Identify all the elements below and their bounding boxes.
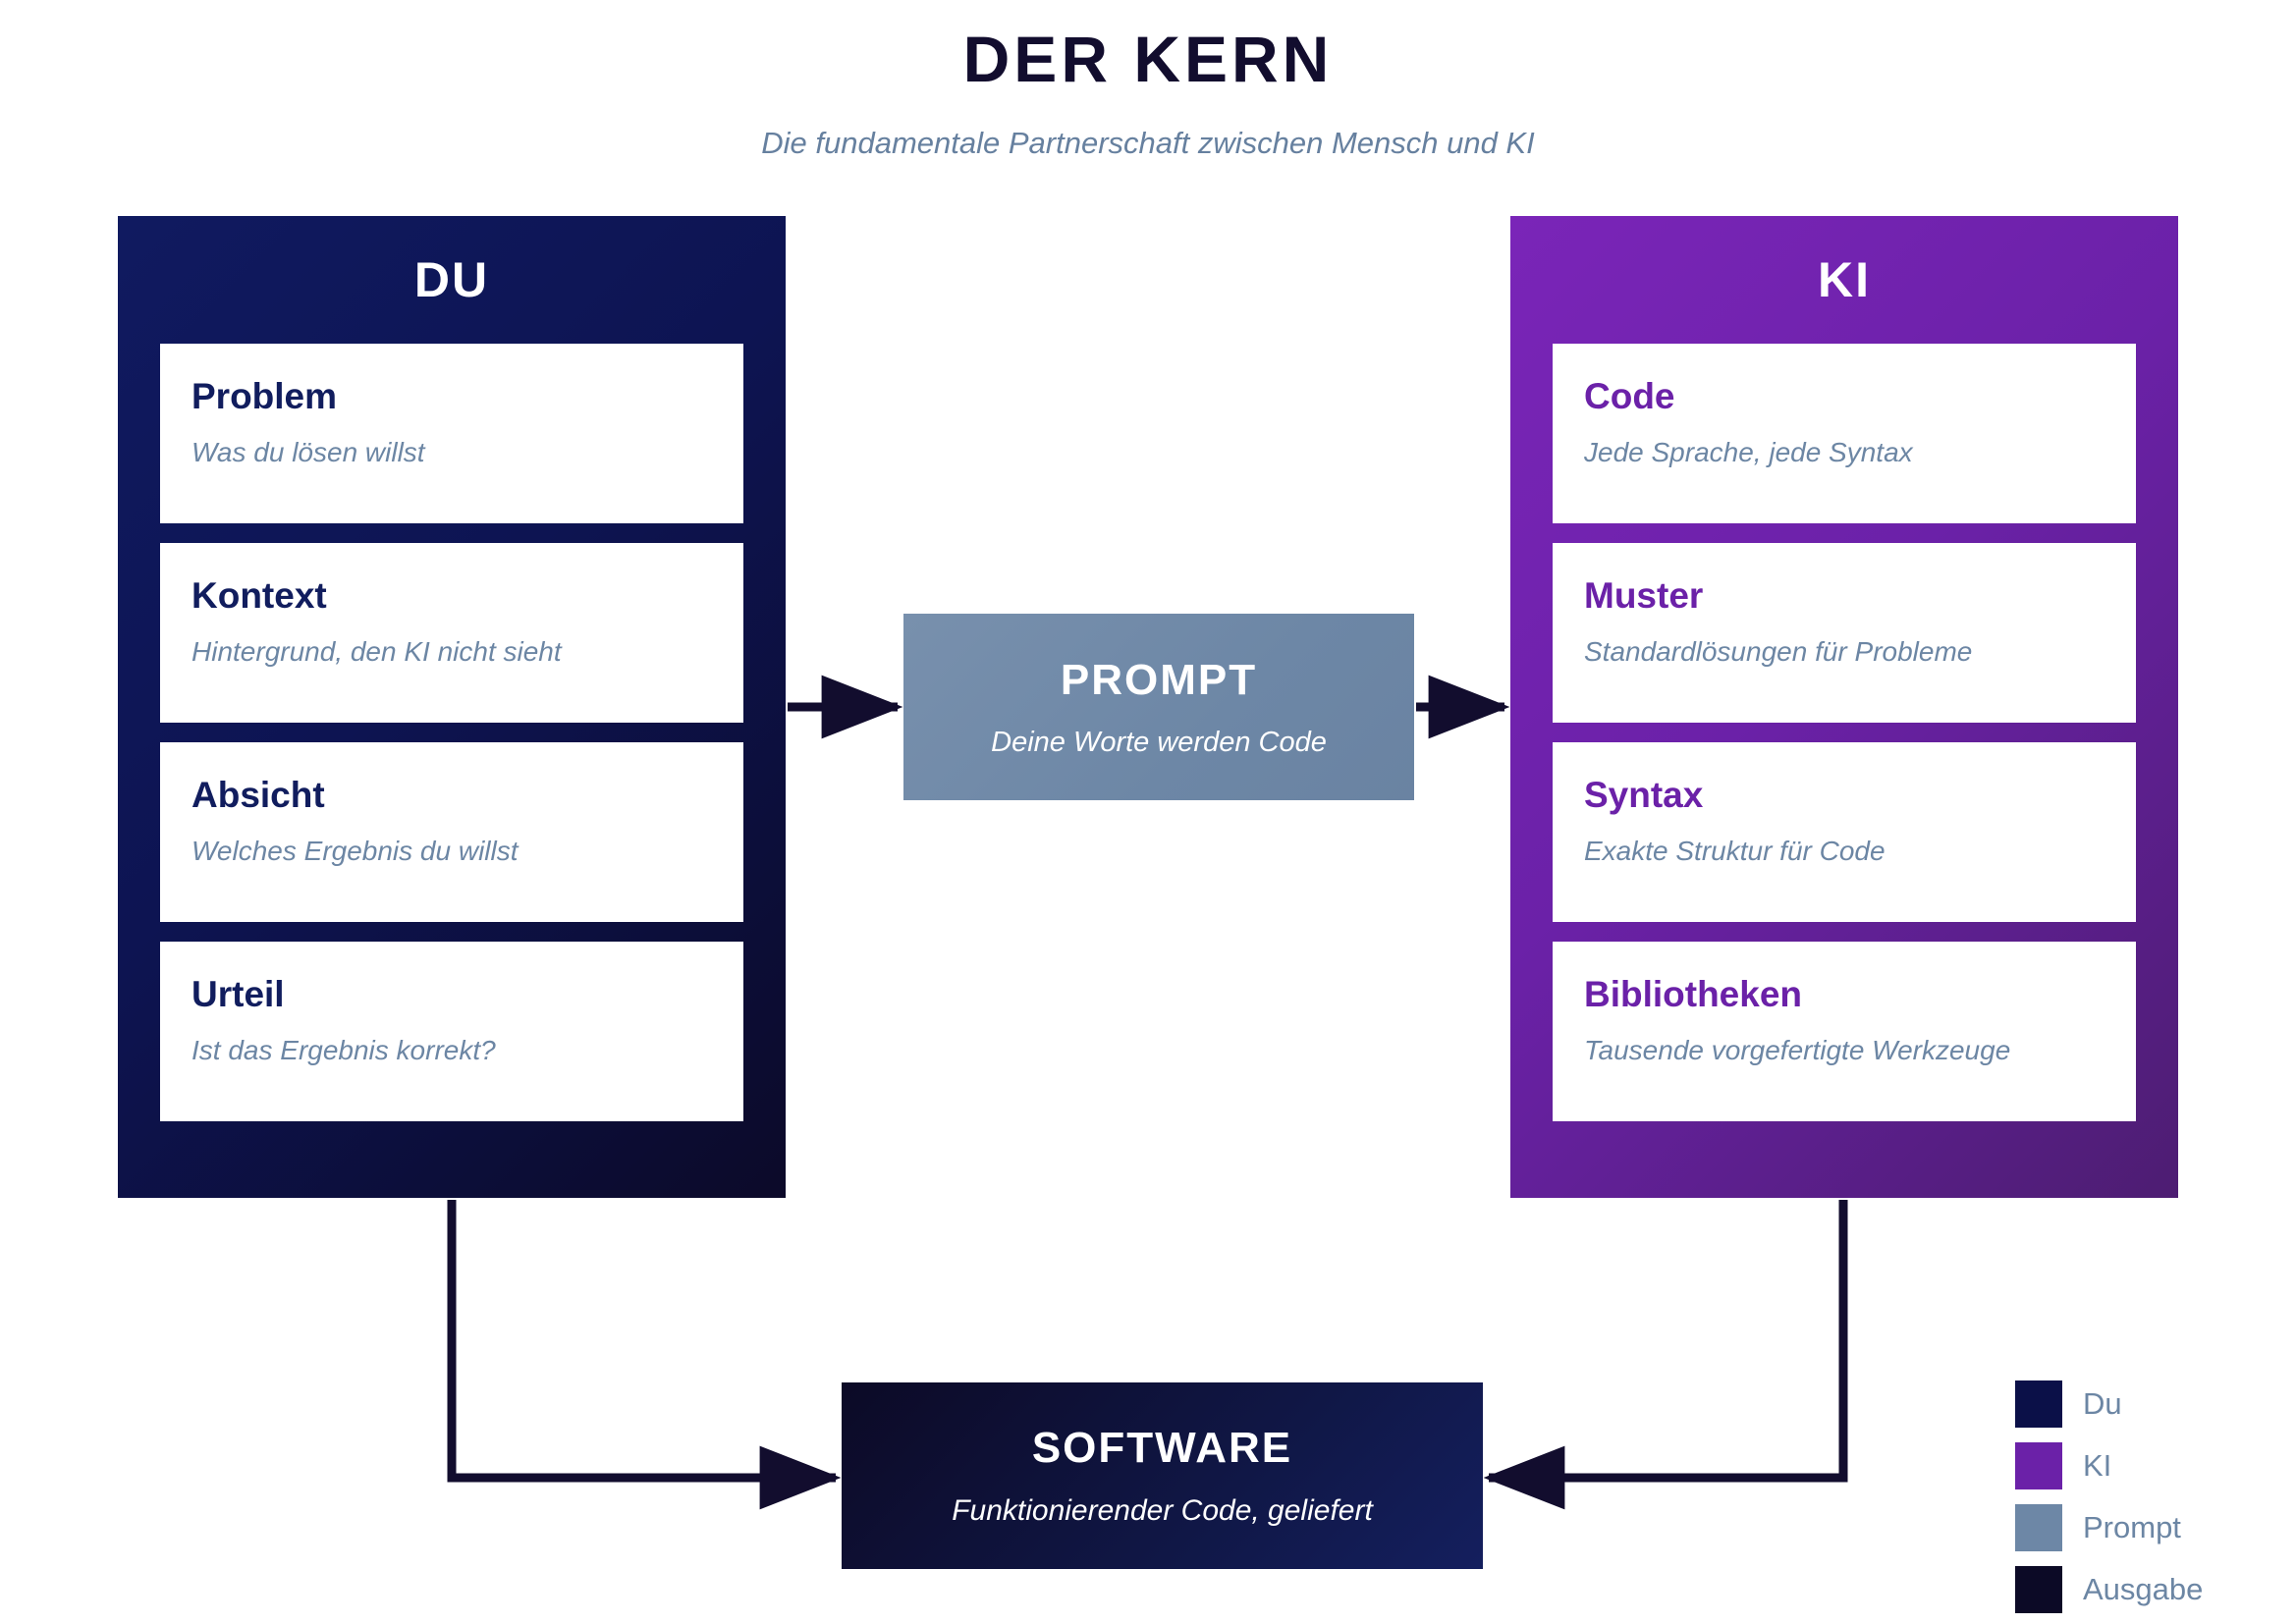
panel-du: DU Problem Was du lösen willst Kontext H… <box>118 216 786 1198</box>
card-title: Syntax <box>1584 775 1704 815</box>
legend-item-du: Du <box>2015 1373 2270 1435</box>
card-description: Standardlösungen für Probleme <box>1584 635 1973 667</box>
card-title: Code <box>1584 376 1675 416</box>
prompt-description: Deine Worte werden Code <box>991 726 1327 758</box>
panel-ki-heading: KI <box>1818 252 1871 307</box>
legend-swatch-icon <box>2015 1503 2062 1551</box>
card-title: Problem <box>191 376 338 416</box>
card-urteil[interactable]: Urteil Ist das Ergebnis korrekt? <box>160 942 743 1121</box>
legend-swatch-icon <box>2015 1441 2062 1489</box>
card-syntax[interactable]: Syntax Exakte Struktur für Code <box>1553 742 2136 922</box>
card-kontext[interactable]: Kontext Hintergrund, den KI nicht sieht <box>160 543 743 723</box>
legend: Du KI Prompt Ausgabe <box>2015 1373 2270 1620</box>
arrow-du-to-software <box>447 1200 842 1510</box>
panel-du-heading: DU <box>413 252 490 307</box>
panel-du-card-list: Problem Was du lösen willst Kontext Hint… <box>160 344 743 1141</box>
card-title: Absicht <box>191 775 325 815</box>
card-description: Ist das Ergebnis korrekt? <box>191 1034 496 1065</box>
prompt-title: PROMPT <box>1060 655 1258 704</box>
card-description: Tausende vorgefertigte Werkzeuge <box>1584 1034 2011 1065</box>
legend-label: KI <box>2083 1447 2112 1483</box>
card-description: Exakte Struktur für Code <box>1584 835 1886 866</box>
panel-ki-card-list: Code Jede Sprache, jede Syntax Muster St… <box>1553 344 2136 1141</box>
card-description: Hintergrund, den KI nicht sieht <box>191 635 562 667</box>
legend-item-prompt: Prompt <box>2015 1496 2270 1558</box>
legend-label: Prompt <box>2083 1509 2181 1544</box>
page-subtitle: Die fundamentale Partnerschaft zwischen … <box>761 126 1535 160</box>
card-title: Bibliotheken <box>1584 974 1803 1014</box>
card-title: Muster <box>1584 575 1704 616</box>
legend-item-ki: KI <box>2015 1435 2270 1496</box>
card-absicht[interactable]: Absicht Welches Ergebnis du willst <box>160 742 743 922</box>
legend-swatch-icon <box>2015 1565 2062 1613</box>
prompt-box[interactable]: PROMPT Deine Worte werden Code <box>903 614 1414 800</box>
legend-label: Du <box>2083 1385 2122 1421</box>
card-bibliotheken[interactable]: Bibliotheken Tausende vorgefertigte Werk… <box>1553 942 2136 1121</box>
legend-item-ausgabe: Ausgabe <box>2015 1558 2270 1620</box>
software-box[interactable]: SOFTWARE Funktionierender Code, geliefer… <box>842 1382 1483 1569</box>
card-description: Was du lösen willst <box>191 436 425 467</box>
card-problem[interactable]: Problem Was du lösen willst <box>160 344 743 523</box>
legend-label: Ausgabe <box>2083 1571 2204 1606</box>
software-description: Funktionierender Code, geliefert <box>952 1494 1373 1527</box>
card-description: Welches Ergebnis du willst <box>191 835 519 866</box>
card-muster[interactable]: Muster Standardlösungen für Probleme <box>1553 543 2136 723</box>
arrow-ki-to-software <box>1483 1200 1848 1510</box>
software-title: SOFTWARE <box>1031 1424 1293 1472</box>
legend-swatch-icon <box>2015 1380 2062 1428</box>
card-code[interactable]: Code Jede Sprache, jede Syntax <box>1553 344 2136 523</box>
panel-ki: KI Code Jede Sprache, jede Syntax Muster… <box>1510 216 2178 1198</box>
card-title: Kontext <box>191 575 327 616</box>
card-description: Jede Sprache, jede Syntax <box>1584 436 1913 467</box>
card-title: Urteil <box>191 974 285 1014</box>
page-title: DER KERN <box>962 23 1334 95</box>
